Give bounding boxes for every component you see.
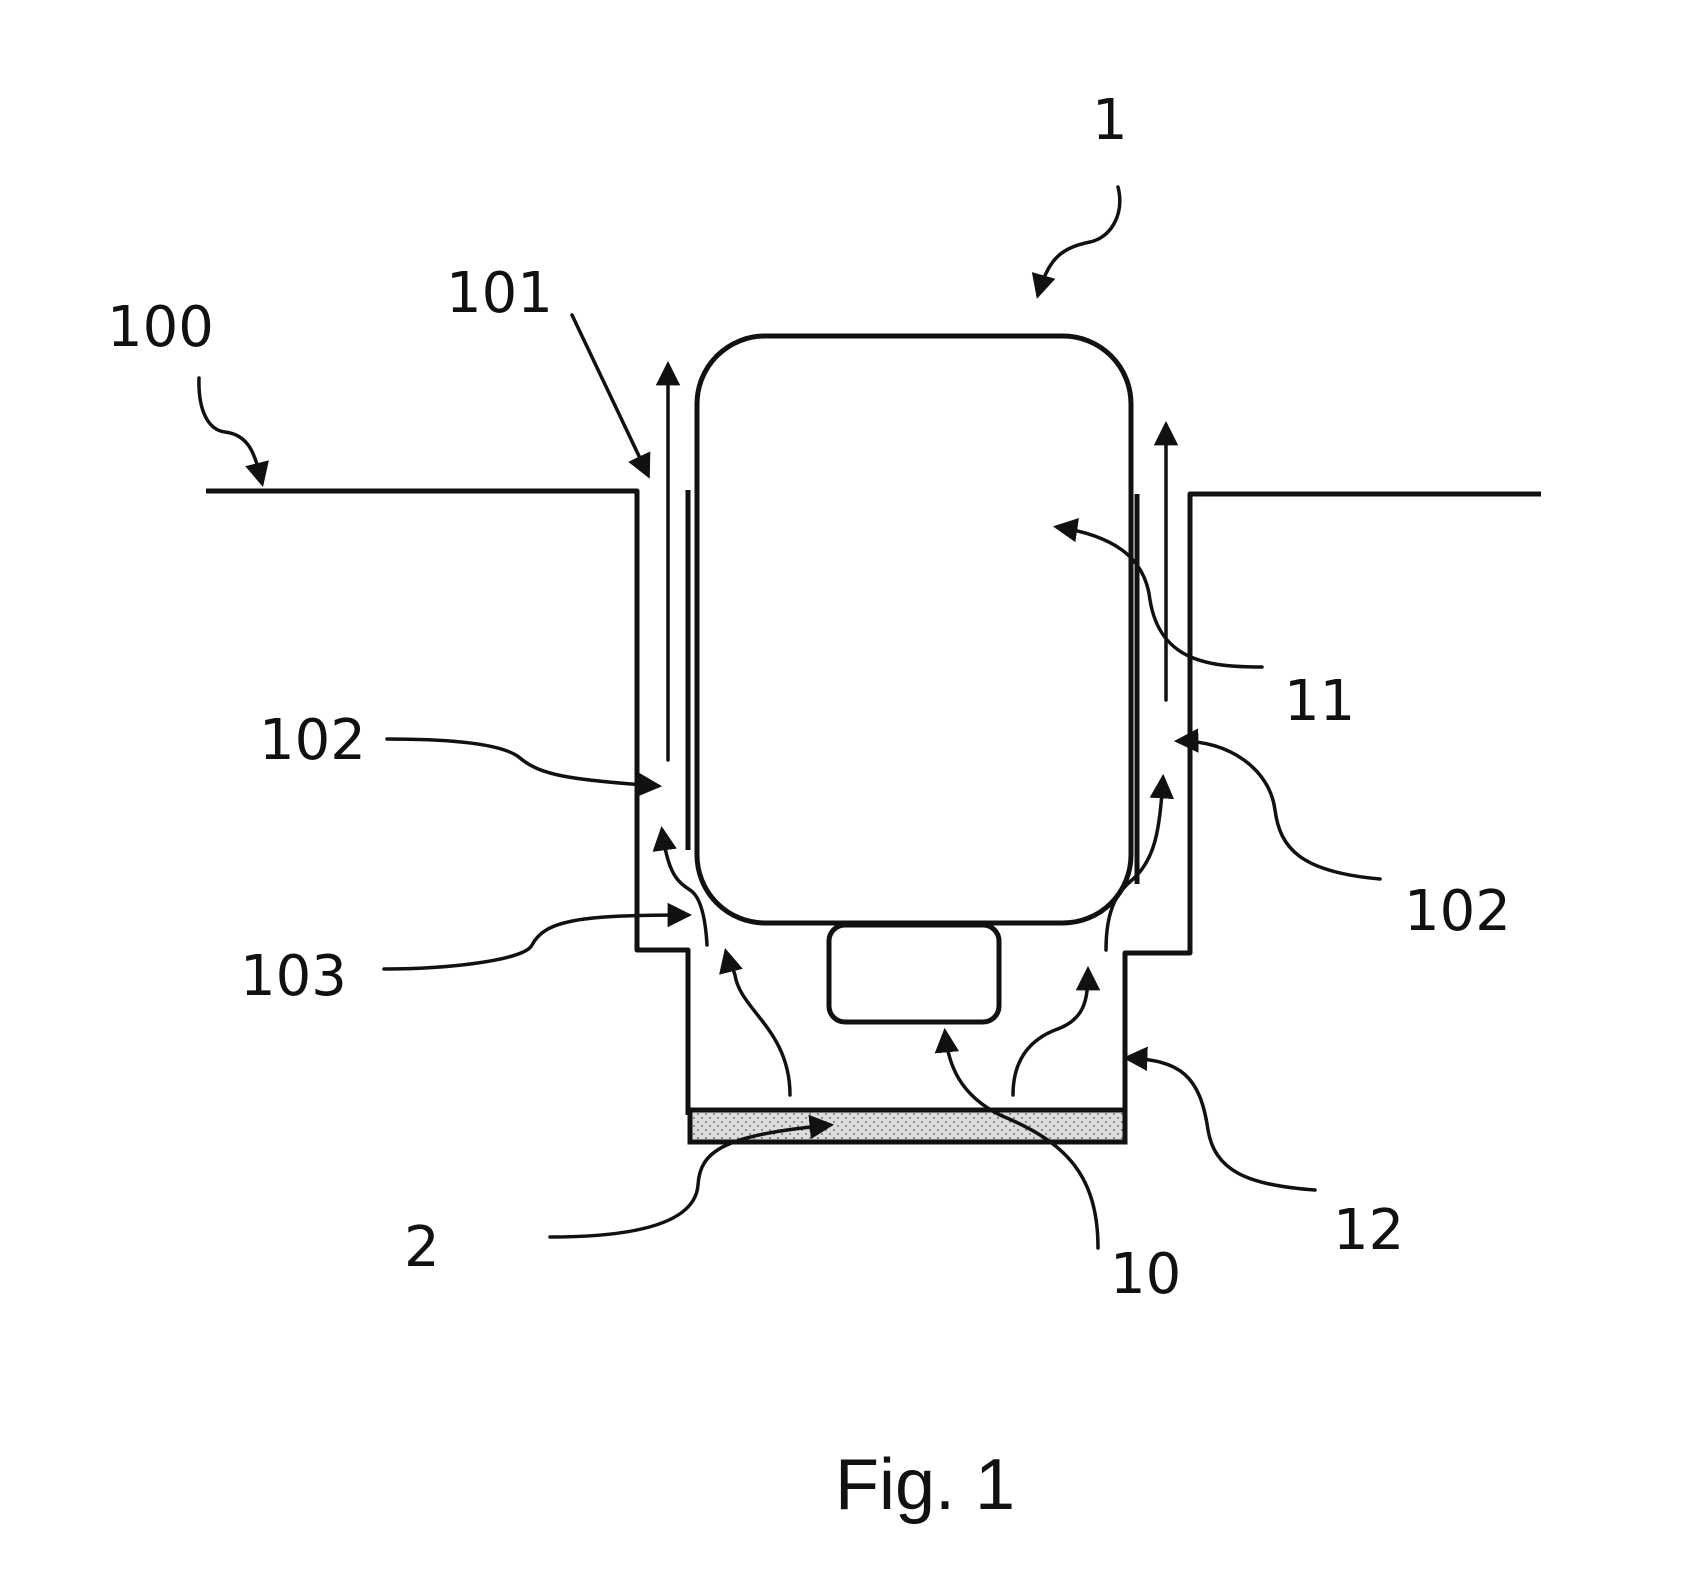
label-gap-right: 102 <box>1404 879 1511 944</box>
label-hole-opening: 101 <box>446 261 553 326</box>
label-sensor: 10 <box>1110 1242 1181 1307</box>
leader-gap-right <box>1173 728 1382 881</box>
base-layer <box>687 1107 1128 1145</box>
leader-ground <box>197 376 269 487</box>
label-lower-part: 12 <box>1333 1198 1404 1263</box>
ground-left-surface <box>206 488 691 1115</box>
ground-right-surface <box>1122 491 1541 1115</box>
label-ground: 100 <box>107 295 214 360</box>
leader-lower-part <box>1122 1046 1317 1192</box>
label-step: 103 <box>240 944 347 1009</box>
leader-hole-opening <box>570 313 651 479</box>
flow-arrow-curve-left-lower <box>719 948 792 1097</box>
leader-device <box>1031 185 1122 299</box>
flow-arrow-curve-left-upper <box>652 825 709 947</box>
leader-base-layer <box>548 1114 835 1239</box>
leader-step <box>382 902 693 971</box>
label-main-body: 11 <box>1284 669 1355 734</box>
leader-main-body <box>1052 517 1264 669</box>
figure-caption: Fig. 1 <box>835 1445 1015 1525</box>
label-gap-left: 102 <box>259 708 366 773</box>
leader-gap-left <box>385 737 663 797</box>
label-base-layer: 2 <box>404 1215 440 1280</box>
device-main-body <box>694 333 1134 926</box>
leader-sensor <box>934 1027 1100 1250</box>
flow-arrow-curve-right-lower <box>1011 965 1101 1097</box>
sensor-block <box>826 922 1002 1025</box>
label-device: 1 <box>1092 88 1128 153</box>
flow-arrow-curve-right-upper <box>1104 773 1175 952</box>
